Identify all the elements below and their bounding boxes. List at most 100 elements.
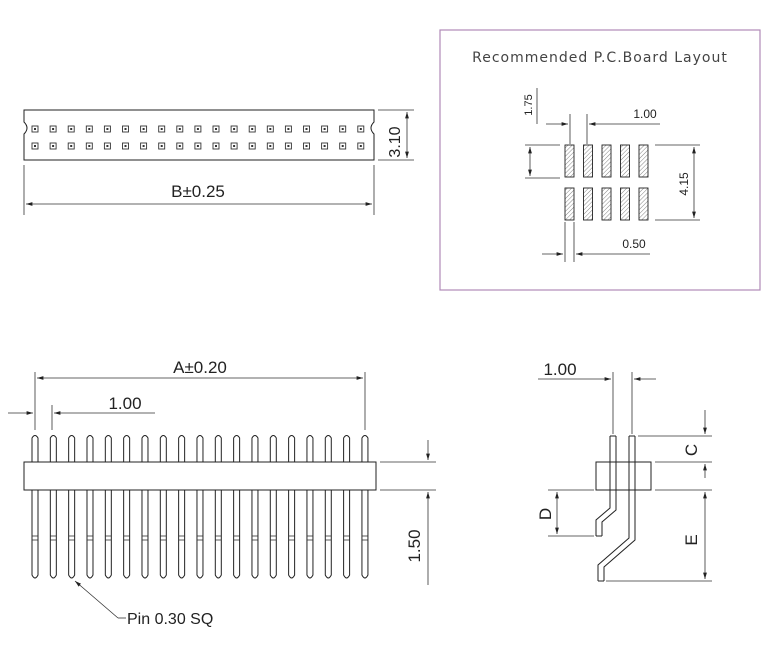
front-tail-dim: 1.50	[405, 529, 424, 562]
top-pin-dot	[233, 145, 236, 147]
front-pin-top	[159, 435, 167, 462]
side-pin-rear-top	[628, 435, 636, 462]
top-view-body	[23, 109, 375, 161]
pin-leader-line	[74, 580, 119, 619]
layout-pad	[638, 187, 649, 221]
top-width-dim: B±0.25	[171, 182, 225, 201]
top-pin-dot	[70, 128, 73, 130]
front-pin-top	[361, 435, 369, 462]
front-pin-tail	[214, 490, 222, 579]
front-pin-top	[104, 435, 112, 462]
front-pin-top	[269, 435, 277, 462]
front-pin-tail	[251, 490, 259, 579]
top-pin-dot	[142, 145, 145, 147]
top-pin-dot	[52, 128, 55, 130]
layout-span-dim: 4.15	[677, 172, 691, 196]
top-pin-dot	[323, 128, 326, 130]
layout-pitch-dim: 1.00	[633, 107, 657, 121]
top-pin-dot	[287, 145, 290, 147]
front-pin-tail	[141, 490, 149, 579]
layout-pad	[620, 187, 630, 221]
front-pin-tail	[343, 490, 351, 579]
front-pitch-dim: 1.00	[108, 394, 141, 413]
front-pin-tail	[361, 490, 369, 579]
front-pin-tail	[123, 490, 131, 579]
front-pin-tail	[49, 490, 57, 579]
side-c-dim: C	[682, 444, 701, 456]
top-pin-dot	[124, 145, 127, 147]
front-pin-top	[196, 435, 204, 462]
top-pin-dot	[106, 145, 109, 147]
side-view-body	[595, 461, 652, 491]
top-pin-dot	[52, 145, 55, 147]
top-height-dim: 3.10	[387, 126, 404, 157]
front-pin-top	[68, 435, 76, 462]
layout-pad	[564, 144, 575, 178]
front-view: A±0.20 1.00 1.50 Pin 0.30 SQ	[8, 358, 436, 628]
layout-pad-dim: 0.50	[622, 237, 646, 251]
front-pin-top	[123, 435, 131, 462]
front-pin-tail	[233, 490, 241, 579]
front-pin-top	[288, 435, 296, 462]
front-pin-top	[324, 435, 332, 462]
layout-pad	[601, 187, 612, 221]
layout-pad	[601, 144, 612, 178]
top-pin-dot	[215, 145, 217, 147]
layout-pad	[583, 144, 593, 178]
top-pin-dot	[251, 145, 254, 147]
top-pin-dot	[142, 128, 145, 130]
front-pin-top	[343, 435, 351, 462]
top-pin-dot	[124, 128, 127, 130]
top-pin-dot	[196, 128, 199, 130]
top-pin-dot	[305, 128, 308, 130]
front-pin-top	[233, 435, 241, 462]
top-pin-dot	[160, 128, 163, 130]
top-pin-dot	[341, 128, 344, 130]
front-pin-tail	[269, 490, 277, 579]
top-pin-dot	[88, 145, 91, 147]
front-pin-top	[214, 435, 222, 462]
top-pin-dot	[269, 145, 272, 147]
front-pin-top	[31, 435, 39, 462]
front-pin-tail	[306, 490, 314, 579]
front-pin-tail	[31, 490, 39, 579]
top-pin-dot	[251, 128, 254, 130]
layout-title: Recommended P.C.Board Layout	[472, 50, 728, 66]
front-pin-top	[86, 435, 94, 462]
layout-pad	[564, 187, 575, 221]
top-pin-dot	[88, 128, 91, 130]
front-view-body	[23, 461, 377, 491]
top-pin-dot	[323, 145, 326, 147]
side-d-dim: D	[536, 508, 555, 520]
top-pin-dot	[178, 128, 181, 130]
front-view-pins	[31, 435, 369, 579]
top-pin-dot	[106, 128, 109, 130]
top-pin-dot	[215, 128, 217, 130]
front-pin-top	[141, 435, 149, 462]
layout-pad	[620, 144, 630, 178]
front-pin-top	[178, 435, 186, 462]
layout-pad	[638, 144, 649, 178]
side-pin-rear-tail	[597, 490, 636, 582]
front-pin-tail	[86, 490, 94, 579]
layout-pads	[564, 144, 649, 221]
top-pin-dot	[359, 145, 362, 147]
front-pin-tail	[196, 490, 204, 579]
top-pin-dot	[359, 128, 362, 130]
top-view: B±0.25 3.10	[23, 109, 414, 215]
top-pin-dot	[287, 128, 290, 130]
top-pin-dot	[269, 128, 272, 130]
top-pin-dot	[196, 145, 199, 147]
top-pin-dot	[305, 145, 308, 147]
top-pin-dot	[34, 128, 36, 130]
pin-label: Pin 0.30 SQ	[127, 611, 213, 628]
front-pin-tail	[324, 490, 332, 579]
top-pin-dot	[34, 145, 36, 147]
top-pin-dot	[70, 145, 73, 147]
layout-frame	[439, 29, 761, 291]
layout-row-offset-dim: 1.75	[523, 94, 535, 115]
front-pin-tail	[288, 490, 296, 579]
side-pitch-dim: 1.00	[543, 360, 576, 379]
top-pin-dot	[341, 145, 344, 147]
